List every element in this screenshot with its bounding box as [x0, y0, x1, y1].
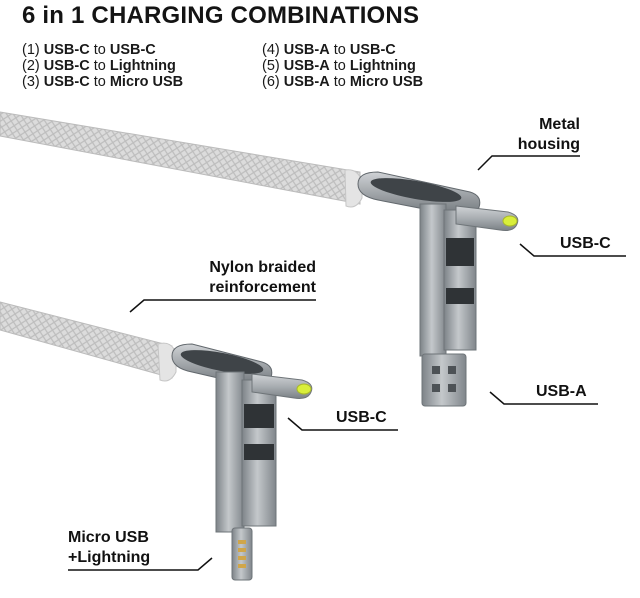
- leader-lines: [68, 155, 626, 571]
- callout-metal-housing: Metal housing: [517, 116, 580, 153]
- callout-micro-lightning: Micro USB +Lightning: [68, 529, 151, 566]
- combination-item: (2) USB-C to Lightning: [22, 58, 176, 74]
- top-cable: [0, 111, 519, 407]
- combination-item: (4) USB-A to USB-C: [262, 42, 396, 58]
- callout-usb-c-top: USB-C: [560, 235, 611, 252]
- bottom-cable: [0, 301, 313, 581]
- callout-nylon-braided: Nylon braided reinforcement: [209, 259, 316, 296]
- combination-item: (1) USB-C to USB-C: [22, 42, 156, 58]
- combination-item: (5) USB-A to Lightning: [262, 58, 416, 74]
- combination-list-right: (4) USB-A to USB-C (5) USB-A to Lightnin…: [262, 42, 423, 90]
- callout-usb-c-bottom: USB-C: [336, 409, 387, 426]
- callout-usb-a: USB-A: [536, 383, 587, 400]
- combination-list-left: (1) USB-C to USB-C (2) USB-C to Lightnin…: [22, 42, 183, 90]
- combination-item: (6) USB-A to Micro USB: [262, 74, 424, 90]
- combination-item: (3) USB-C to Micro USB: [22, 74, 184, 90]
- page-title: 6 in 1 CHARGING COMBINATIONS: [22, 2, 420, 29]
